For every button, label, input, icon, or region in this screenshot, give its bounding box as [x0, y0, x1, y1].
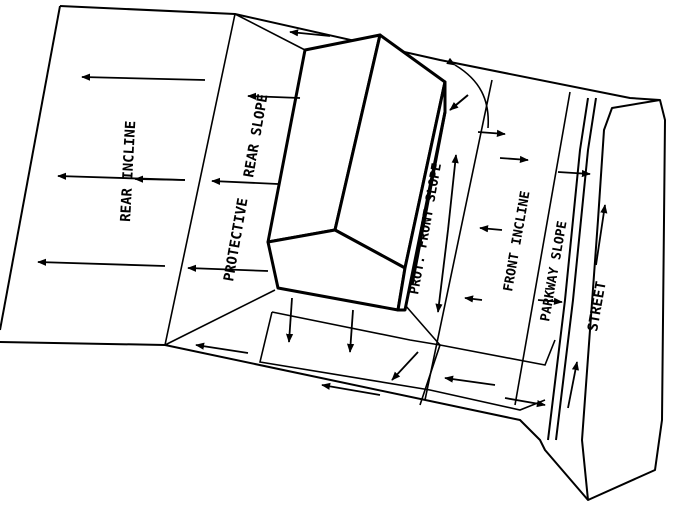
label-front-incline: FRONT INCLINE	[501, 190, 533, 293]
driveway-arrow-3	[392, 352, 418, 380]
rear-incline-arrow-4	[135, 179, 185, 180]
label-rear-incline: REAR INCLINE	[118, 120, 139, 222]
rear-incline-arrow-3	[38, 262, 165, 266]
rear-incline-arrow-1	[82, 77, 205, 80]
driveway-arrow-5	[505, 398, 545, 405]
front-incline-arrow-4	[465, 298, 482, 300]
driveway-arrow-4	[445, 378, 495, 385]
driveway-arrow-1	[196, 345, 248, 353]
rear-slope-corner-bottom	[165, 290, 275, 345]
label-protective-rear-slope-2: REAR SLOPE	[241, 93, 271, 179]
label-street: STREET	[585, 280, 610, 333]
rear-slope-arrow-2	[212, 181, 278, 184]
front-down-arrow-2	[350, 310, 353, 352]
left-edge	[0, 6, 60, 330]
front-incline-arrow-2	[500, 158, 528, 160]
front-incline-arrow-3	[480, 228, 502, 230]
front-slope-arrow-up	[448, 155, 456, 230]
front-incline-arrow-1	[478, 132, 505, 134]
front-down-arrow-1	[289, 298, 292, 342]
label-parkway-slope: PARKWAY SLOPE	[538, 220, 570, 323]
driveway-arrow-2	[322, 385, 380, 395]
street-arrow-2	[568, 362, 577, 408]
walkway-arrow	[450, 95, 468, 110]
